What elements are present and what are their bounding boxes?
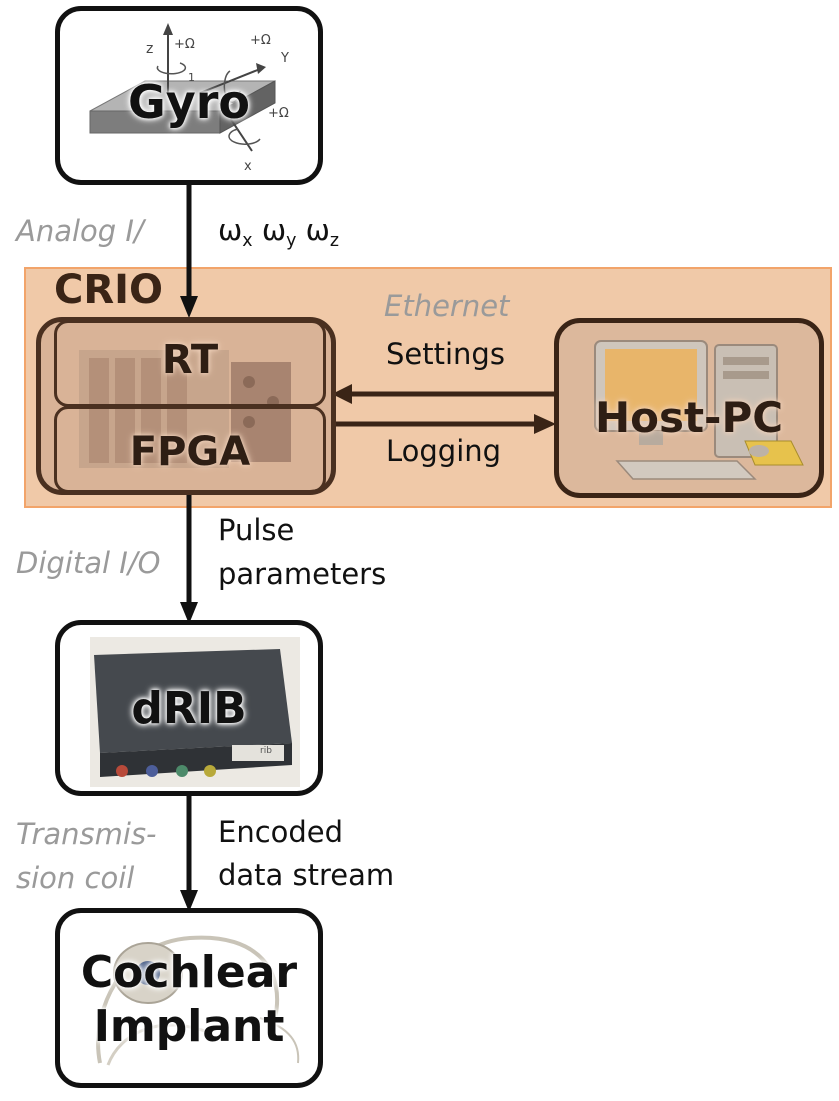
omega-y-symbol: ω	[261, 213, 287, 247]
encoded-label-line1: Encoded	[218, 815, 344, 849]
pulse-label-line1: Pulse	[218, 513, 295, 547]
gyro-rot-z: +Ω	[174, 37, 195, 52]
gyro-axis-y: Y	[281, 51, 289, 66]
host-pc-title: Host-PC	[594, 393, 784, 442]
gyro-title: Gyro	[127, 75, 251, 129]
crio-chassis-illustration	[79, 350, 291, 468]
ethernet-label: Ethernet	[384, 289, 510, 323]
fpga-module	[54, 406, 326, 493]
gyro-axis-z: z	[146, 41, 154, 57]
gyro-axis-x: x	[244, 159, 252, 174]
omega-z-symbol: ω	[305, 213, 330, 247]
digital-io-label: Digital I/O	[16, 546, 161, 580]
omega-x-symbol: ω	[218, 213, 243, 247]
cochlear-implant-illustration	[96, 935, 300, 1066]
gyro-rot-x: +Ω	[268, 106, 289, 121]
omega-z-subscript: z	[329, 231, 340, 252]
omega-y-subscript: y	[286, 231, 297, 252]
drib-device-illustration	[90, 637, 300, 787]
rt-title: RT	[161, 337, 219, 383]
rt-module	[54, 320, 326, 407]
cochlear-implant-node: Cochlear Implant	[55, 908, 323, 1088]
crio-title: CRIO	[54, 267, 164, 313]
cochlear-implant-title-line2: Implant	[93, 1001, 285, 1052]
pulse-label-line2: parameters	[218, 557, 387, 591]
transmission-coil-label-line2: sion coil	[16, 861, 135, 895]
angular-rate-signal-label: ωx ωy ωz	[218, 212, 339, 252]
gyro-rot-y: +Ω	[250, 33, 271, 48]
gyro-node: z +Ω 1 +Ω Y +Ω x Gyro	[55, 6, 323, 185]
cochlear-implant-title-line1: Cochlear	[80, 947, 298, 998]
drib-title: dRIB	[131, 683, 247, 734]
gyro-axis-one: 1	[188, 71, 195, 84]
drib-node: rib dRIB	[55, 620, 323, 796]
logging-label: Logging	[386, 434, 502, 468]
drib-device-label: rib	[260, 746, 272, 756]
settings-label: Settings	[386, 337, 505, 371]
encoded-label-line2: data stream	[218, 858, 395, 892]
fpga-title: FPGA	[129, 429, 251, 475]
omega-x-subscript: x	[242, 231, 253, 252]
gyro-sensor-illustration	[89, 23, 276, 152]
computer-illustration	[594, 340, 804, 480]
host-pc-node: Host-PC	[554, 318, 824, 498]
transmission-coil-label-line1: Transmis-	[16, 817, 157, 851]
analog-io-label: Analog I/	[16, 214, 144, 248]
